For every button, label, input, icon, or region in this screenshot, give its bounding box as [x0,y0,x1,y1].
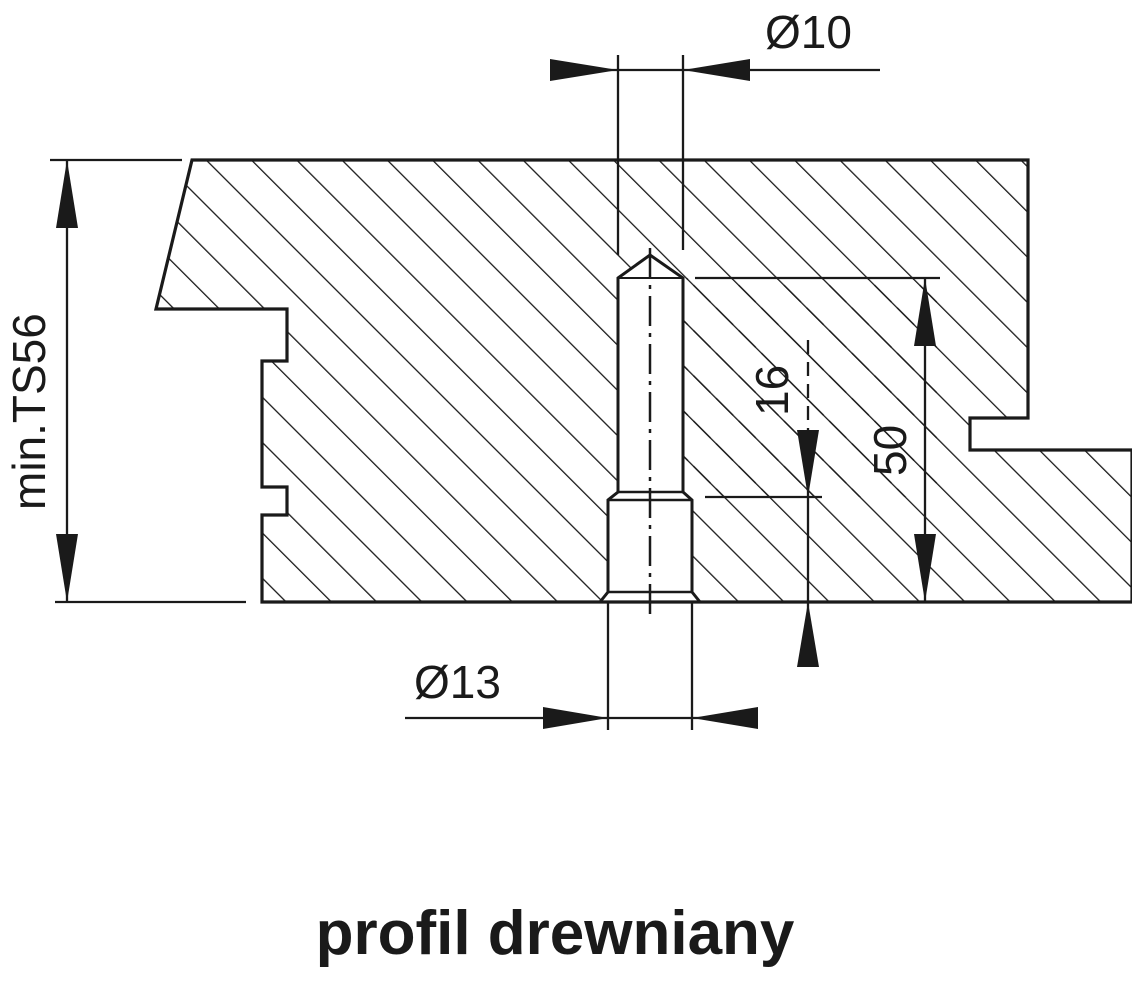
arrow-right-icon [543,707,608,729]
arrow-right-icon [550,59,618,81]
dimension-arrows [56,59,936,729]
arrow-up-icon [56,160,78,228]
arrow-down-icon [914,534,936,602]
dim-thickness: min.TS56 [3,313,55,510]
bolt-hole [596,253,704,604]
dim-counterbore-diameter: Ø13 [414,656,501,708]
arrow-left-icon [683,59,750,81]
drawing-title: profil drewniany [315,899,795,968]
wood-profile-outline [153,158,1132,604]
dim-depth-total: 50 [864,425,916,476]
dim-counterbore-depth: 16 [746,365,798,416]
arrow-up-icon [914,278,936,346]
arrow-down-icon [797,430,819,497]
dim-bolt-diameter: Ø10 [765,6,852,58]
arrow-up-icon [797,602,819,667]
arrow-down-icon [56,534,78,602]
arrow-left-icon [692,707,758,729]
